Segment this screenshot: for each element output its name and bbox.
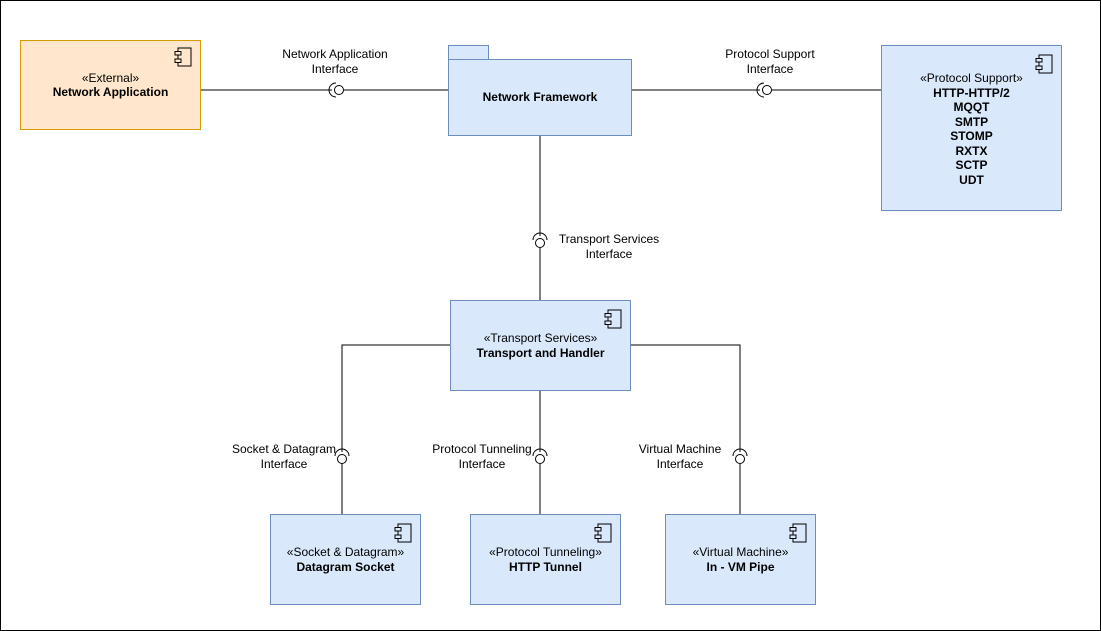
socket-vm: [732, 448, 748, 457]
package-tab: [448, 45, 489, 60]
component-vm-pipe[interactable]: «Virtual Machine» In - VM Pipe: [665, 514, 816, 605]
package-network-framework[interactable]: Network Framework: [448, 59, 632, 136]
protocol-item: SMTP: [954, 114, 989, 129]
component-icon: [604, 309, 622, 329]
interface-label-network-application: Network Application Interface: [282, 47, 388, 76]
socket-netapp: [328, 82, 337, 98]
protocol-item: STOMP: [950, 129, 993, 143]
interface-label-transport-services: Transport Services Interface: [558, 232, 660, 261]
component-network-application[interactable]: «External» Network Application: [20, 40, 201, 130]
lollipop-netapp: [334, 85, 344, 95]
stereotype-label: «Protocol Tunneling»: [489, 545, 602, 559]
component-name: Datagram Socket: [296, 559, 395, 574]
component-datagram-socket[interactable]: «Socket & Datagram» Datagram Socket: [270, 514, 421, 605]
socket-socket: [334, 448, 350, 457]
component-icon: [594, 523, 612, 543]
component-icon: [174, 47, 192, 67]
component-name: Transport and Handler: [476, 345, 605, 360]
interface-label-protocol-support: Protocol Support Interface: [725, 47, 815, 76]
component-transport-services[interactable]: «Transport Services» Transport and Handl…: [450, 300, 631, 391]
protocol-item: SCTP: [955, 158, 988, 172]
component-icon: [1035, 54, 1053, 74]
package-name: Network Framework: [482, 90, 598, 105]
stereotype-label: «Transport Services»: [483, 331, 598, 345]
lollipop-transport: [535, 238, 545, 248]
lollipop-socket: [337, 454, 347, 464]
connector-vm: [630, 344, 741, 452]
lollipop-vm: [735, 454, 745, 464]
stereotype-label: «External»: [81, 70, 140, 85]
stereotype-label: «Protocol Support»: [920, 71, 1023, 85]
interface-label-virtual-machine: Virtual Machine Interface: [638, 442, 722, 471]
interface-label-socket-datagram: Socket & Datagram Interface: [231, 442, 337, 471]
stereotype-label: «Virtual Machine»: [692, 545, 789, 559]
component-protocol-support[interactable]: «Protocol Support» HTTP-HTTP/2 MQQT SMTP…: [881, 45, 1062, 211]
protocol-item: UDT: [959, 172, 984, 187]
protocol-item: RXTX: [955, 143, 988, 158]
component-name: In - VM Pipe: [706, 559, 775, 574]
component-http-tunnel[interactable]: «Protocol Tunneling» HTTP Tunnel: [470, 514, 621, 605]
component-name: Network Application: [52, 85, 169, 99]
protocol-item: MQQT: [953, 100, 990, 114]
component-icon: [789, 523, 807, 543]
lollipop-protocol: [762, 85, 772, 95]
socket-protocol: [756, 82, 765, 98]
protocol-item: HTTP-HTTP/2: [933, 85, 1010, 100]
component-name: HTTP Tunnel: [509, 559, 582, 574]
stereotype-label: «Socket & Datagram»: [286, 545, 405, 559]
socket-tunnel: [532, 448, 548, 457]
socket-transport: [532, 232, 548, 241]
connector-socket: [341, 344, 450, 452]
component-icon: [394, 523, 412, 543]
lollipop-tunnel: [535, 454, 545, 464]
interface-label-protocol-tunneling: Protocol Tunneling Interface: [432, 442, 532, 471]
